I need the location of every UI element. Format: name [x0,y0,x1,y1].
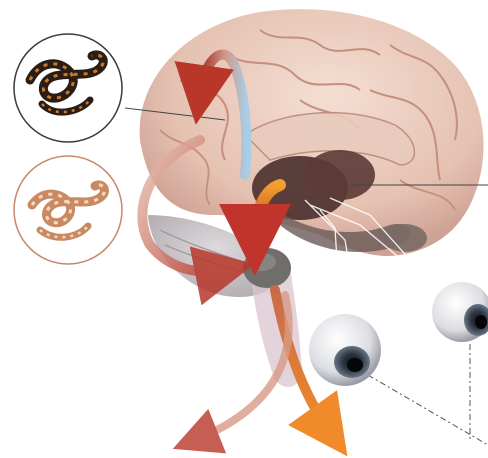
eye-left [309,314,381,386]
snake-panel-bottom [14,156,122,264]
amygdala [243,248,291,288]
eye-right [432,282,488,342]
dashed-lines [368,330,488,445]
snake-panel-top [14,34,122,142]
